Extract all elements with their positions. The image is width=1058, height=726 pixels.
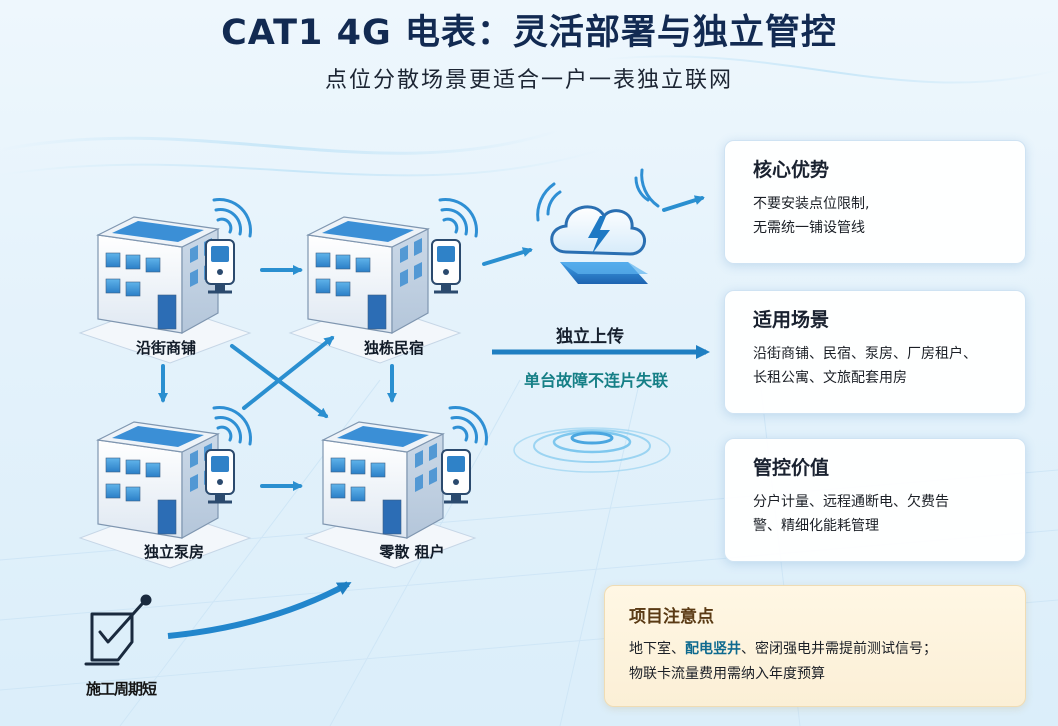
card-line: 分户计量、远程通断电、欠费告 <box>753 494 949 510</box>
wireless-signal-icon <box>212 198 252 238</box>
card-core-advantage: 核心优势 不要安装点位限制, 无需统一铺设管线 <box>724 140 1026 264</box>
fault-label: 单台故障不连片失联 <box>523 371 668 390</box>
cloud-lightning-icon <box>536 168 660 284</box>
building-label-tenant: 零散 租户 <box>379 543 445 561</box>
wireless-signal-icon <box>212 406 252 446</box>
note-line-1: 地下室、配电竖井、密闭强电井需提前测试信号； <box>629 637 1011 662</box>
card-line: 警、精细化能耗管理 <box>753 518 879 534</box>
note-line-2: 物联卡流量费用需纳入年度预算 <box>629 666 825 682</box>
card-control-value: 管控价值 分户计量、远程通断电、欠费告 警、精细化能耗管理 <box>724 438 1026 562</box>
note-highlight: 配电竖井 <box>685 641 741 657</box>
smart-meter-icon <box>430 238 462 294</box>
smart-meter-icon <box>204 448 236 504</box>
connection-arrows <box>158 195 705 491</box>
wireless-signal-icon <box>448 406 488 446</box>
arrow-cloud-to-card <box>662 195 705 212</box>
building-label-homestay: 独栋民宿 <box>363 339 424 357</box>
construction-label: 施工周期短 <box>85 680 157 698</box>
card-body: 不要安装点位限制, 无需统一铺设管线 <box>753 192 1011 240</box>
note-text: 、密闭强电井需提前测试信号； <box>741 641 937 657</box>
building-label-shop: 沿街商铺 <box>135 339 196 357</box>
wireless-signal-icon <box>438 198 478 238</box>
card-line: 长租公寓、文旅配套用房 <box>753 370 907 386</box>
note-title: 项目注意点 <box>629 607 714 627</box>
card-body: 分户计量、远程通断电、欠费告 警、精细化能耗管理 <box>753 490 1011 538</box>
card-title: 适用场景 <box>753 309 830 331</box>
card-line: 不要安装点位限制, <box>753 196 870 212</box>
note-text: 地下室、 <box>629 641 685 657</box>
arrow-to-cloud <box>482 247 533 266</box>
checklist-icon <box>84 594 152 666</box>
page-title: CAT1 4G 电表：灵活部署与独立管控 <box>221 13 837 53</box>
project-notes-box: 项目注意点 地下室、配电竖井、密闭强电井需提前测试信号； 物联卡流量费用需纳入年… <box>604 585 1026 707</box>
card-applicable-scenarios: 适用场景 沿街商铺、民宿、泵房、厂房租户、 长租公寓、文旅配套用房 <box>724 290 1026 414</box>
card-title: 管控价值 <box>753 457 830 479</box>
building-label-pump: 独立泵房 <box>143 543 204 561</box>
card-line: 沿街商铺、民宿、泵房、厂房租户、 <box>753 346 977 362</box>
card-line: 无需统一铺设管线 <box>753 220 865 236</box>
arrow-short-construction <box>167 581 352 639</box>
note-body: 地下室、配电竖井、密闭强电井需提前测试信号； 物联卡流量费用需纳入年度预算 <box>629 637 1011 687</box>
card-body: 沿街商铺、民宿、泵房、厂房租户、 长租公寓、文旅配套用房 <box>753 342 1011 390</box>
signal-radar-icon <box>513 427 671 473</box>
upload-label: 独立上传 <box>556 327 624 347</box>
page-subtitle: 点位分散场景更适合一户一表独立联网 <box>324 68 733 93</box>
smart-meter-icon <box>440 448 472 504</box>
card-title: 核心优势 <box>753 159 830 181</box>
arrow-cross-up <box>242 336 335 410</box>
smart-meter-icon <box>204 238 236 294</box>
